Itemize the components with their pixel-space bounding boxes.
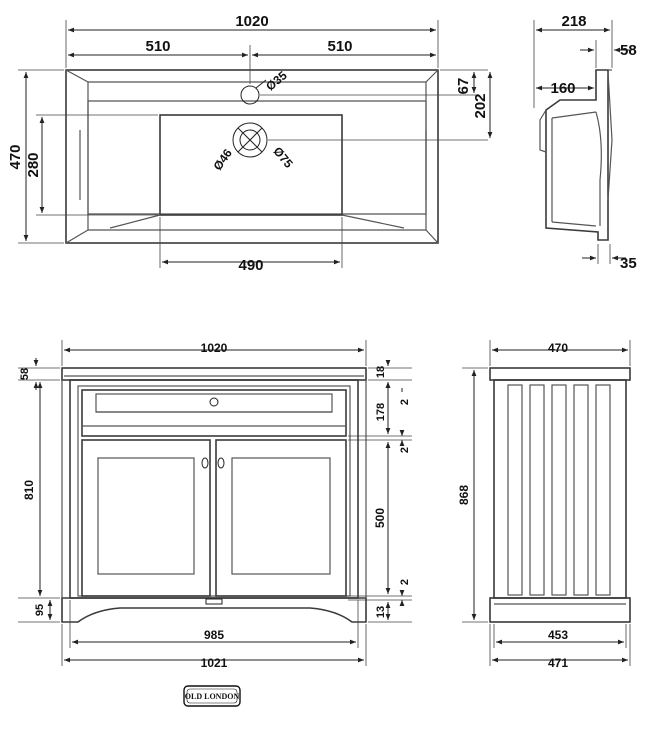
- basin-outline: [65, 69, 439, 244]
- dim-depth-total: 470: [7, 144, 24, 169]
- bowl-outline: [159, 114, 343, 216]
- dim-door-height: 500: [373, 508, 387, 528]
- dim-side-rim: 58: [620, 42, 637, 59]
- dim-base-width: 1021: [201, 656, 228, 670]
- side-basin-view: 218 58 160 35: [533, 13, 637, 272]
- dim-side-top-depth: 470: [548, 341, 568, 355]
- dim-side-base-depth: 471: [548, 656, 568, 670]
- dim-left-half: 510: [145, 38, 170, 55]
- side-panel: [493, 379, 627, 599]
- knob-right-icon: [217, 457, 225, 469]
- dim-gap-small-3: 2: [399, 579, 411, 585]
- dim-basin-width: 490: [238, 257, 263, 274]
- dim-front-top-width: 1020: [201, 341, 228, 355]
- dim-body-height: 810: [22, 480, 36, 500]
- logo-text: OLD LONDON: [185, 692, 240, 701]
- dim-inner-width: 985: [204, 628, 224, 642]
- dim-side-base: 35: [620, 255, 637, 272]
- dim-gap-small-1: 2: [399, 399, 411, 405]
- knob-left-icon: [201, 457, 209, 469]
- side-top: [489, 367, 631, 381]
- side-panel-grooves: [507, 384, 611, 596]
- front-view: 1020 58 810 95 985 1021 18 178: [18, 340, 412, 670]
- plinth: [61, 597, 367, 623]
- label-waste-inner-dia: Ø46: [210, 146, 235, 173]
- dim-tap-offset: 67: [455, 78, 472, 95]
- dim-waste-offset: 202: [472, 93, 489, 118]
- label-waste-outer-dia: Ø75: [270, 144, 296, 171]
- tap-hole-icon: [240, 85, 260, 105]
- dim-gap-small-2: 2: [399, 447, 411, 453]
- dim-right-half: 510: [327, 38, 352, 55]
- dim-top-thickness: 58: [19, 368, 31, 380]
- dim-top-width: 1020: [235, 13, 268, 30]
- old-london-logo: OLD LONDON: [183, 685, 241, 707]
- dim-gap-top: 18: [375, 366, 387, 378]
- dim-side-inner-depth: 453: [548, 628, 568, 642]
- label-tap-dia: Ø35: [263, 68, 290, 94]
- dim-gap-bottom: 13: [375, 606, 387, 618]
- basin-side-profile: [545, 69, 609, 241]
- dim-drawer-height: 178: [375, 403, 387, 421]
- dim-side-depth: 218: [561, 13, 586, 30]
- side-plinth: [489, 597, 631, 623]
- side-view: 470 868 453 471: [457, 340, 631, 670]
- waste-outer-icon: [232, 122, 268, 158]
- plug-icon: [209, 397, 219, 407]
- dim-plinth-height: 95: [34, 604, 46, 616]
- dim-basin-depth: 280: [25, 152, 42, 177]
- door-left: [81, 439, 211, 597]
- door-right: [215, 439, 347, 597]
- top-view: 1020 510 510 470 280 490 67 202 Ø35 Ø46 …: [7, 13, 493, 274]
- plinth-handle-icon: [205, 598, 223, 605]
- dim-total-height: 868: [457, 485, 471, 505]
- dim-side-bowl: 160: [550, 80, 575, 97]
- cabinet-body: [69, 379, 359, 599]
- drawer-front: [81, 389, 347, 437]
- basin-top: [61, 367, 367, 381]
